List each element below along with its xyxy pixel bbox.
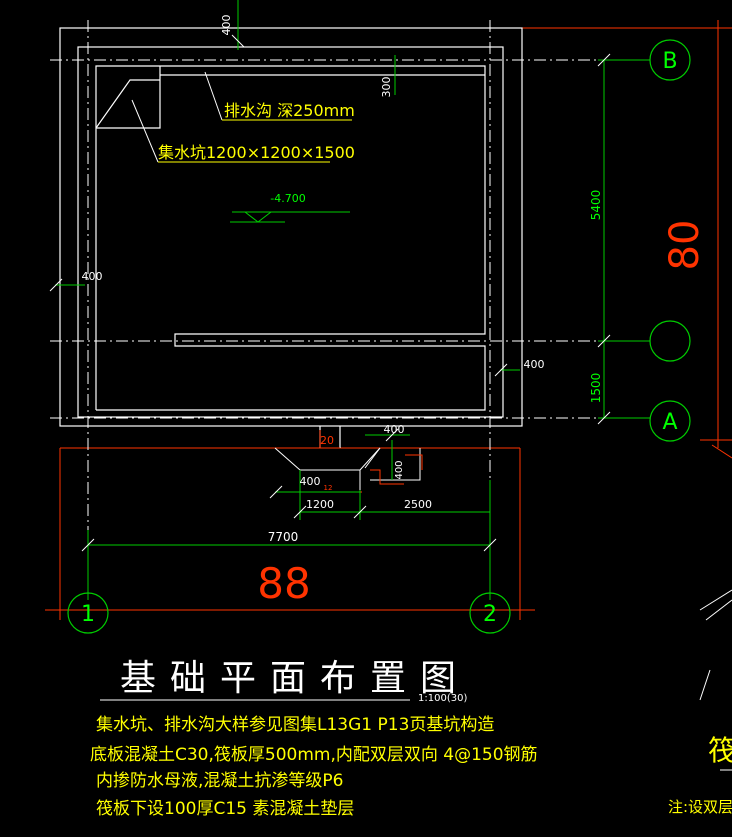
elevation-mark: -4.700 xyxy=(270,192,305,205)
dim-pit-width-b: 2500 xyxy=(404,498,432,511)
axis-a-label: A xyxy=(662,410,677,435)
center-lines xyxy=(50,20,650,600)
dimension-lines xyxy=(55,0,650,600)
big-dim-bottom: 88 xyxy=(257,559,310,608)
notes-block: 集水坑、排水沟大样参见图集L13G1 P13页基坑构造 底板混凝土C30,筏板厚… xyxy=(90,715,538,819)
axis-1-label: 1 xyxy=(81,602,95,627)
axis-b-label: B xyxy=(662,49,677,74)
dim-pit-side: 400 xyxy=(300,475,321,488)
axis-2-label: 2 xyxy=(483,602,497,627)
leader-lines xyxy=(131,71,223,163)
dim-top-offset: 400 xyxy=(220,15,233,36)
grid-bubbles xyxy=(67,39,691,634)
dim-ab-span: 5400 xyxy=(589,190,603,221)
dim-drain-offset: 300 xyxy=(380,77,393,98)
note-line: 内掺防水母液,混凝土抗渗等级P6 xyxy=(96,771,343,791)
drain-label: 排水沟 深250mm xyxy=(224,101,355,120)
drawing-scale: 1:100(30) xyxy=(418,693,467,704)
right-heading-fragment: 筏 xyxy=(708,734,732,767)
right-note-fragment: 注:设双层钢 xyxy=(668,798,732,816)
dim-pit-depth: 400 xyxy=(394,460,405,479)
dim-pit-small: 12 xyxy=(324,484,333,492)
dim-overall-width: 7700 xyxy=(268,530,299,544)
foundation-walls xyxy=(59,27,523,448)
note-line: 集水坑、排水沟大样参见图集L13G1 P13页基坑构造 xyxy=(96,715,494,735)
axis-lines xyxy=(45,20,732,620)
dim-left-offset: 400 xyxy=(82,270,103,283)
big-dim-right: 80 xyxy=(662,220,708,271)
dim-pit-top: 400 xyxy=(384,423,405,436)
sump-label: 集水坑1200×1200×1500 xyxy=(158,143,355,162)
adjacent-drawing-fragment xyxy=(699,589,732,771)
dimension-ticks xyxy=(49,34,611,552)
note-line: 筏板下设100厚C15 素混凝土垫层 xyxy=(96,799,354,819)
drawing-title: 基础平面布置图 xyxy=(120,658,470,699)
note-line: 底板混凝土C30,筏板厚500mm,内配双层双向 4@150钢筋 xyxy=(90,745,538,765)
dim-a-to-aux: 1500 xyxy=(589,373,603,404)
dim-right-offset: 400 xyxy=(524,358,545,371)
dim-pit-width-a: 1200 xyxy=(306,498,334,511)
dim-pit-gap: 20 xyxy=(320,434,334,447)
label-underlines xyxy=(158,119,352,163)
